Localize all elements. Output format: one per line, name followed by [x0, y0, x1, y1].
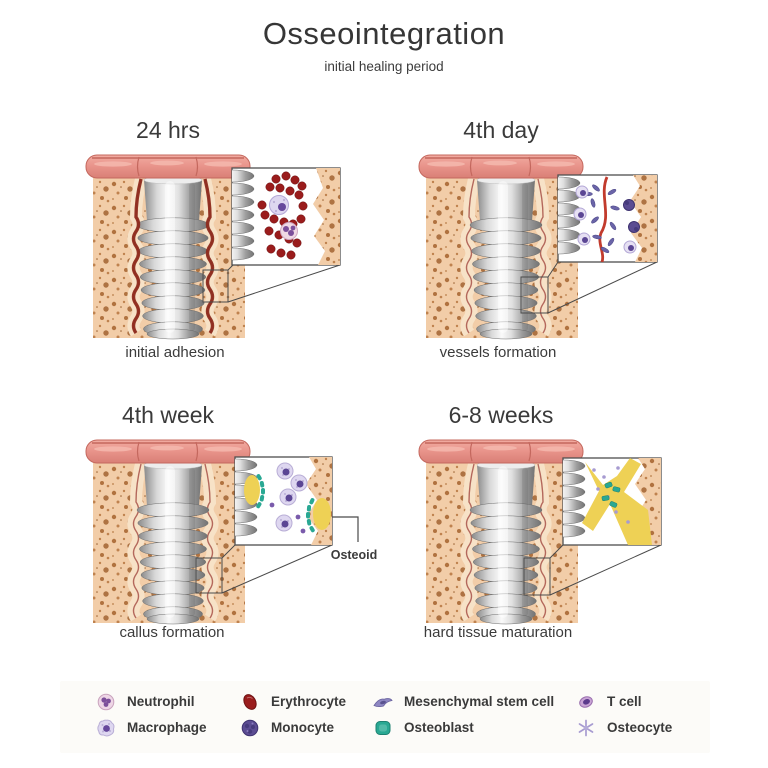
legend-column-2: Erythrocyte Monocyte — [240, 691, 346, 738]
legend-item-erythrocyte: Erythrocyte — [240, 691, 346, 712]
page-title: Osseointegration — [262, 16, 506, 51]
panel-24hrs-label: 24 hrs — [136, 117, 200, 143]
legend: Neutrophil Macrophage Erythrocyte — [60, 681, 710, 753]
erythrocyte-cell-icon — [243, 693, 257, 710]
inset-connector — [523, 544, 662, 596]
legend-item-osteocyte: Osteocyte — [576, 717, 672, 738]
legend-label: Neutrophil — [127, 694, 195, 709]
mesenchymal-stem-cell-icon — [373, 697, 393, 707]
inset-hard-tissue — [562, 457, 662, 546]
inset-blood-clot — [231, 167, 341, 266]
inset-connector — [202, 264, 341, 303]
osteoblast-cells — [256, 474, 315, 533]
panel-68weeks-caption: hard tissue maturation — [423, 624, 573, 641]
osteoblast-cells — [601, 481, 621, 508]
panel-24hrs-caption: initial adhesion — [125, 344, 225, 361]
neutrophil-cell — [280, 222, 298, 240]
legend-item-mesenchymal-stem-cell: Mesenchymal stem cell — [373, 691, 554, 712]
legend-column-4: T cell Osteocyte — [576, 691, 672, 738]
page-subtitle: initial healing period — [324, 59, 444, 74]
panel-68weeks-illustration — [419, 440, 662, 624]
legend-label: Mesenchymal stem cell — [404, 694, 555, 709]
inset-vessels — [557, 174, 658, 263]
legend-item-macrophage: Macrophage — [96, 717, 207, 738]
panel-4thday-label: 4th day — [463, 117, 539, 143]
neutrophil-cell-icon — [97, 693, 115, 710]
legend-label: Macrophage — [127, 720, 207, 735]
legend-label: Osteocyte — [607, 720, 673, 735]
inset-connector — [195, 544, 333, 594]
t-cells — [269, 502, 306, 534]
monocyte-cell-icon — [241, 719, 259, 736]
inset-connector — [520, 261, 658, 314]
osteoid-annotation: Osteoid — [330, 548, 378, 562]
osteoid-patch — [313, 498, 331, 530]
erythrocytes — [257, 171, 308, 260]
blood-vessel — [598, 176, 609, 262]
legend-column-3: Mesenchymal stem cell Osteoblast — [373, 691, 554, 738]
legend-item-osteoblast: Osteoblast — [373, 717, 554, 738]
legend-label: Erythrocyte — [271, 694, 347, 709]
panel-4thday-illustration — [419, 155, 658, 339]
panel-24hrs-illustration — [86, 155, 341, 339]
mesenchymal-stem-cells — [583, 184, 620, 253]
macrophage-cell-icon — [97, 719, 115, 736]
monocyte-cells — [623, 199, 640, 233]
legend-item-t-cell: T cell — [576, 691, 672, 712]
blood-interface-line — [131, 178, 143, 334]
osteocyte-cell-icon — [578, 719, 594, 736]
legend-label: Monocyte — [271, 720, 335, 735]
panel-68weeks-label: 6-8 weeks — [448, 402, 554, 428]
legend-column-1: Neutrophil Macrophage — [96, 691, 207, 738]
macrophage-cells — [573, 185, 637, 254]
legend-item-neutrophil: Neutrophil — [96, 691, 207, 712]
osteoblast-cell-icon — [375, 720, 391, 735]
panel-4thday-caption: vessels formation — [439, 344, 557, 361]
macrophage-cells — [275, 462, 308, 532]
legend-label: T cell — [607, 694, 642, 709]
inset-callus — [234, 456, 333, 546]
panel-4thweek-illustration — [86, 440, 359, 624]
legend-label: Osteoblast — [404, 720, 474, 735]
macrophage-cell — [269, 195, 289, 215]
legend-item-monocyte: Monocyte — [240, 717, 346, 738]
t-cell-icon — [579, 695, 593, 708]
panel-4thweek-caption: callus formation — [119, 624, 225, 641]
osteoid-patch — [244, 475, 260, 505]
osteoid-callout-line — [322, 516, 359, 542]
osteoid-bridge — [582, 458, 652, 545]
panel-4thweek-label: 4th week — [121, 402, 215, 428]
